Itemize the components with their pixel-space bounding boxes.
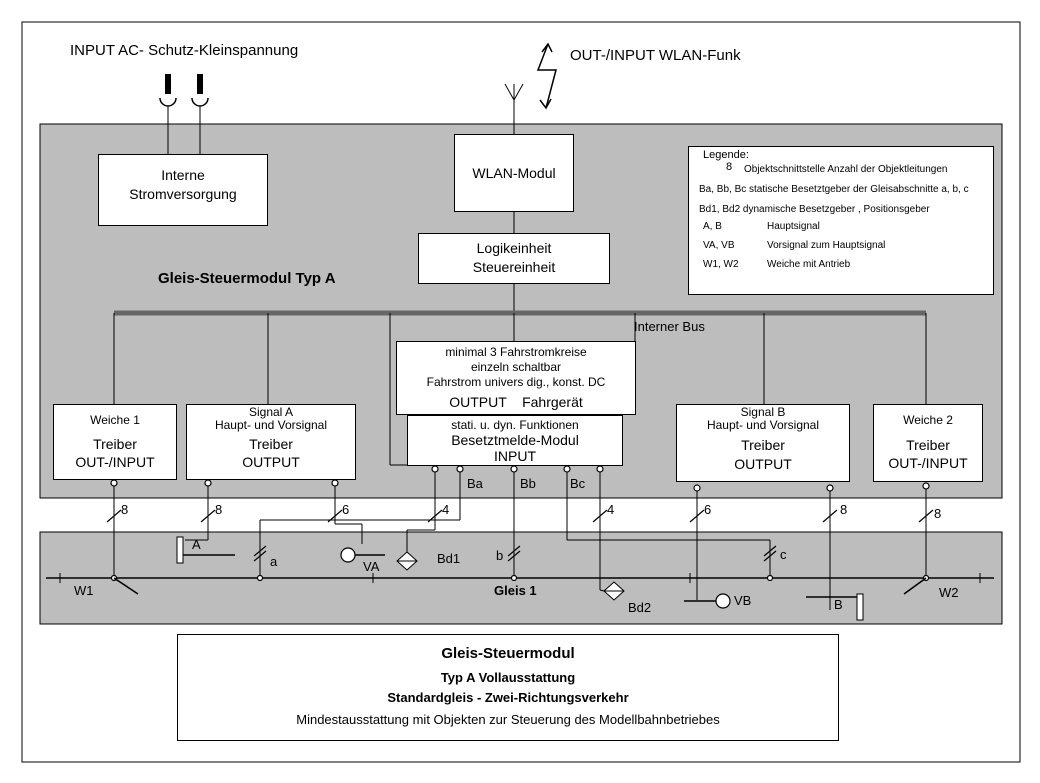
power-plug-left xyxy=(159,74,177,155)
track-label-bd2: Bd2 xyxy=(628,600,652,615)
fahrstrom-line4: OUTPUT Fahrgerät xyxy=(449,394,583,410)
bus-label: Interner Bus xyxy=(634,319,705,334)
track-label-c: c xyxy=(780,547,787,562)
fahrstrom-line1: minimal 3 Fahrstromkreise xyxy=(445,345,587,359)
signal-a-line3: Treiber xyxy=(249,436,293,452)
wlan-module-box: WLAN-Modul xyxy=(454,134,574,212)
legend-box: Legende: 8 Objektschnittstelle Anzahl de… xyxy=(688,146,994,295)
title-block-heading: Gleis-Steuermodul xyxy=(441,645,575,662)
antenna-icon xyxy=(504,83,524,134)
count-label: 8 xyxy=(934,506,942,521)
legend-item-dynamic: Bd1, Bd2 dynamische Besetzgeber , Positi… xyxy=(699,204,930,215)
legend-item-hs-key: A, B xyxy=(703,221,722,232)
weiche2-line1: Weiche 2 xyxy=(903,413,953,427)
power-plug-right xyxy=(191,74,209,155)
signal-a-box: Signal A Haupt- und Vorsignal Treiber OU… xyxy=(186,404,356,480)
weiche1-line2: Treiber xyxy=(93,436,137,452)
track-joints xyxy=(59,573,981,583)
weiche2-line2: Treiber xyxy=(906,437,950,453)
power-line2: Stromversorgung xyxy=(129,186,237,202)
weiche1-box: Weiche 1 Treiber OUT-/INPUT xyxy=(53,404,177,480)
track-label-a-signal: A xyxy=(192,537,201,552)
signal-vb-icon xyxy=(684,593,731,609)
track-label-w2: W2 xyxy=(939,585,959,600)
besetzt-line2: Besetztmelde-Modul xyxy=(451,432,579,448)
count-label: 8 xyxy=(840,502,848,517)
logic-line1: Logikeinheit xyxy=(476,240,552,256)
port-label-ba: Ba xyxy=(467,476,483,491)
besetzt-line3: INPUT xyxy=(494,448,536,464)
weiche1-line3: OUT-/INPUT xyxy=(75,454,155,470)
track-label-b-signal: B xyxy=(834,597,843,612)
count-label: 8 xyxy=(121,502,129,517)
power-line1: Interne xyxy=(161,167,205,183)
track-label-va: VA xyxy=(363,559,380,574)
bd2-icon xyxy=(599,581,625,601)
power-supply-box: Interne Stromversorgung xyxy=(98,154,268,226)
track-label-b: b xyxy=(496,548,504,563)
title-block: Gleis-Steuermodul Typ A Vollausstattung … xyxy=(177,634,839,741)
weiche1-line1: Weiche 1 xyxy=(90,413,140,427)
port-circles xyxy=(110,465,930,492)
wlan-module-label: WLAN-Modul xyxy=(472,165,556,181)
w1-switch xyxy=(113,577,139,595)
weiche2-box: Weiche 2 Treiber OUT-/INPUT xyxy=(873,404,983,482)
legend-item-vs-desc: Vorsignal zum Hauptsignal xyxy=(767,240,886,251)
legend-item-w-key: W1, W2 xyxy=(703,259,739,270)
logic-line2: Steuereinheit xyxy=(472,259,556,275)
besetzt-line1: stati. u. dyn. Funktionen xyxy=(451,418,579,432)
signal-b-line4: OUTPUT xyxy=(734,456,792,472)
signal-b-line3: Treiber xyxy=(741,437,785,453)
signal-va-icon xyxy=(340,547,385,563)
count-label: 4 xyxy=(442,502,450,517)
port-label-bb: Bb xyxy=(520,476,536,491)
wlan-signal-icon xyxy=(536,42,557,110)
count-label: 4 xyxy=(607,502,615,517)
signal-a-icon xyxy=(176,536,235,564)
logic-unit-box: Logikeinheit Steuereinheit xyxy=(418,233,610,284)
track-label-w1: W1 xyxy=(74,583,94,598)
title-block-line1: Typ A Vollausstattung xyxy=(440,670,576,685)
fahrstrom-line2: einzeln schaltbar xyxy=(470,360,562,374)
title-block-line2: Standardgleis - Zwei-Richtungsverkehr xyxy=(387,690,629,705)
signal-b-icon xyxy=(806,593,864,621)
weiche2-line3: OUT-/INPUT xyxy=(888,455,968,471)
legend-title: Legende: xyxy=(703,149,749,161)
legend-item-interface: Objektschnittstelle Anzahl der Objektlei… xyxy=(744,164,948,175)
input-power-label: INPUT AC- Schutz-Kleinspannung xyxy=(70,42,299,59)
wlan-funk-label: OUT-/INPUT WLAN-Funk xyxy=(570,47,741,64)
track-label-bd1: Bd1 xyxy=(437,551,461,566)
signal-b-line2: Haupt- und Vorsignal xyxy=(706,418,820,432)
besetzt-box: stati. u. dyn. Funktionen Besetztmelde-M… xyxy=(407,415,623,466)
fahrstrom-line3: Fahrstrom univers dig., konst. DC xyxy=(426,375,606,389)
track-name: Gleis 1 xyxy=(494,583,537,598)
signal-a-line4: OUTPUT xyxy=(242,454,300,470)
fahrstrom-box: minimal 3 Fahrstromkreise einzeln schalt… xyxy=(396,341,636,415)
bd1-icon xyxy=(396,551,418,571)
legend-item-hs-desc: Hauptsignal xyxy=(767,221,820,232)
legend-item-static: Ba, Bb, Bc statische Besetztgeber der Gl… xyxy=(699,184,969,195)
outer-frame xyxy=(21,21,1021,763)
count-label: 6 xyxy=(342,502,350,517)
legend-item-w-desc: Weiche mit Antrieb xyxy=(767,259,851,270)
signal-b-box: Signal B Haupt- und Vorsignal Treiber OU… xyxy=(676,404,850,482)
port-label-bc: Bc xyxy=(570,476,586,491)
count-label: 8 xyxy=(215,502,223,517)
module-title: Gleis-Steuermodul Typ A xyxy=(158,270,336,287)
legend-symbol-count: 8 xyxy=(726,161,733,173)
legend-item-vs-key: VA, VB xyxy=(703,240,735,251)
track-label-vb: VB xyxy=(734,593,752,608)
signal-a-line1: Signal A xyxy=(248,405,294,419)
signal-a-line2: Haupt- und Vorsignal xyxy=(214,418,328,432)
count-slashes xyxy=(106,509,934,562)
count-label: 6 xyxy=(704,502,712,517)
title-block-line3: Mindestausstattung mit Objekten zur Steu… xyxy=(296,712,720,727)
track-label-a: a xyxy=(270,554,278,569)
w2-switch xyxy=(903,577,927,595)
signal-b-line1: Signal B xyxy=(740,405,786,419)
